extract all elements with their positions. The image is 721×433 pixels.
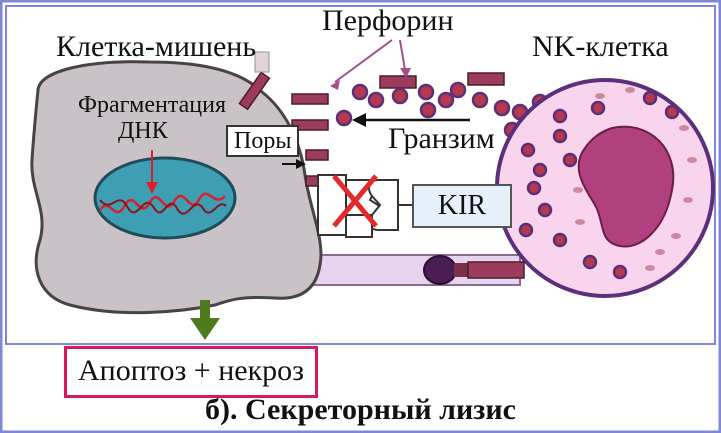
adhesion-receptor [468,262,524,278]
adhesion-linker [454,263,468,277]
caption: б). Секреторный лизис [0,393,721,427]
dna-fragmentation-label: Фрагментация [78,92,226,119]
target-cell-label: Клетка-мишень [56,30,256,64]
perforin-free-1 [380,76,416,88]
pore-3 [306,150,328,160]
perforin-fragment [255,52,269,72]
adhesion-ligand [424,256,456,284]
pores-label: Поры [226,125,299,157]
perforin-free-2 [468,73,504,85]
pore-1 [292,94,328,104]
dna-label: ДНК [118,118,168,145]
granzyme-label: Гранзим [388,122,495,156]
outcome-box: Апоптоз + некроз [64,346,318,398]
apoptosis-arrow-shaft [200,300,210,320]
nk-cell-label: NK-клетка [532,30,669,64]
perforin-label: Перфорин [322,4,454,38]
kir-receptor: KIR [412,184,512,228]
